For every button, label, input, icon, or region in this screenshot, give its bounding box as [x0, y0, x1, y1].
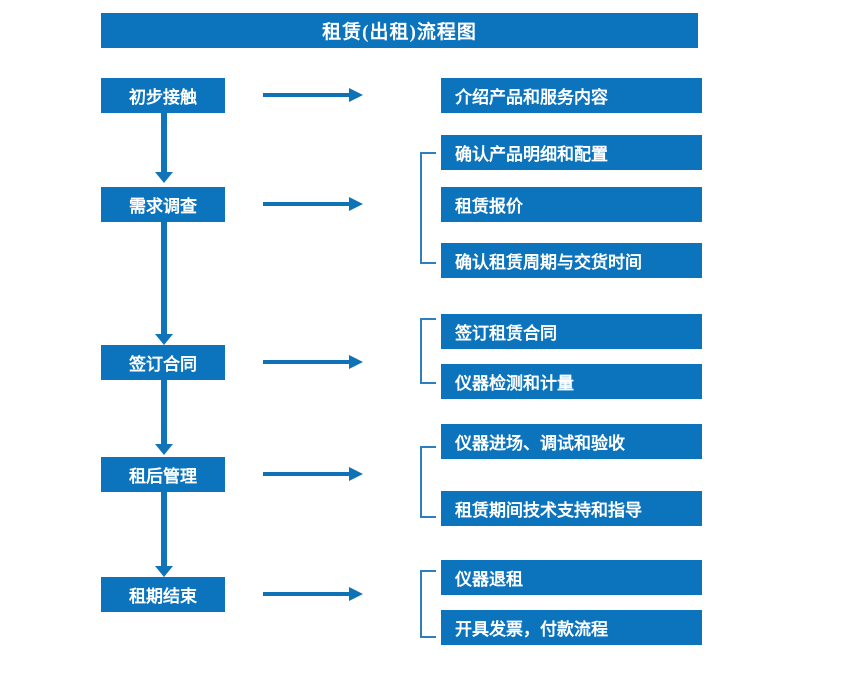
group-bracket-icon-3 [420, 318, 436, 384]
stage-box-5[interactable]: 租期结束 [101, 577, 225, 612]
arrow-head [155, 334, 173, 345]
detail-box-2-3[interactable]: 确认租赁周期与交货时间 [441, 243, 702, 278]
stage-box-4[interactable]: 租后管理 [101, 457, 225, 492]
arrow-shaft [161, 380, 167, 444]
arrow-head [349, 587, 363, 601]
detail-box-5-2[interactable]: 开具发票，付款流程 [441, 610, 702, 645]
detail-box-5-1[interactable]: 仪器退租 [441, 560, 702, 595]
arrow-shaft [263, 360, 351, 364]
arrow-head [349, 88, 363, 102]
arrow-down-icon-3 [155, 380, 173, 455]
arrow-shaft [161, 113, 167, 172]
detail-box-4-1[interactable]: 仪器进场、调试和验收 [441, 424, 702, 459]
stage-box-3[interactable]: 签订合同 [101, 345, 225, 380]
arrow-shaft [161, 222, 167, 334]
arrow-right-icon-2 [263, 197, 363, 211]
arrow-shaft [263, 93, 351, 97]
group-bracket-icon-5 [420, 570, 436, 638]
arrow-right-icon-3 [263, 355, 363, 369]
detail-box-2-2[interactable]: 租赁报价 [441, 187, 702, 222]
stage-box-1[interactable]: 初步接触 [101, 78, 225, 113]
arrow-shaft [263, 472, 351, 476]
arrow-head [349, 355, 363, 369]
arrow-head [349, 197, 363, 211]
arrow-shaft [161, 492, 167, 566]
arrow-head [155, 172, 173, 183]
arrow-down-icon-1 [155, 113, 173, 183]
detail-box-1-1[interactable]: 介绍产品和服务内容 [441, 78, 702, 113]
detail-box-4-2[interactable]: 租赁期间技术支持和指导 [441, 491, 702, 526]
detail-box-3-1[interactable]: 签订租赁合同 [441, 314, 702, 349]
page-title: 租赁(出租)流程图 [101, 13, 698, 48]
arrow-right-icon-5 [263, 587, 363, 601]
arrow-right-icon-4 [263, 467, 363, 481]
arrow-right-icon-1 [263, 88, 363, 102]
stage-box-2[interactable]: 需求调查 [101, 187, 225, 222]
arrow-head [349, 467, 363, 481]
arrow-head [155, 444, 173, 455]
detail-box-2-1[interactable]: 确认产品明细和配置 [441, 135, 702, 170]
arrow-head [155, 566, 173, 577]
group-bracket-icon-4 [420, 446, 436, 518]
arrow-down-icon-2 [155, 222, 173, 345]
detail-box-3-2[interactable]: 仪器检测和计量 [441, 364, 702, 399]
group-bracket-icon-2 [420, 152, 436, 264]
arrow-down-icon-4 [155, 492, 173, 577]
arrow-shaft [263, 592, 351, 596]
arrow-shaft [263, 202, 351, 206]
